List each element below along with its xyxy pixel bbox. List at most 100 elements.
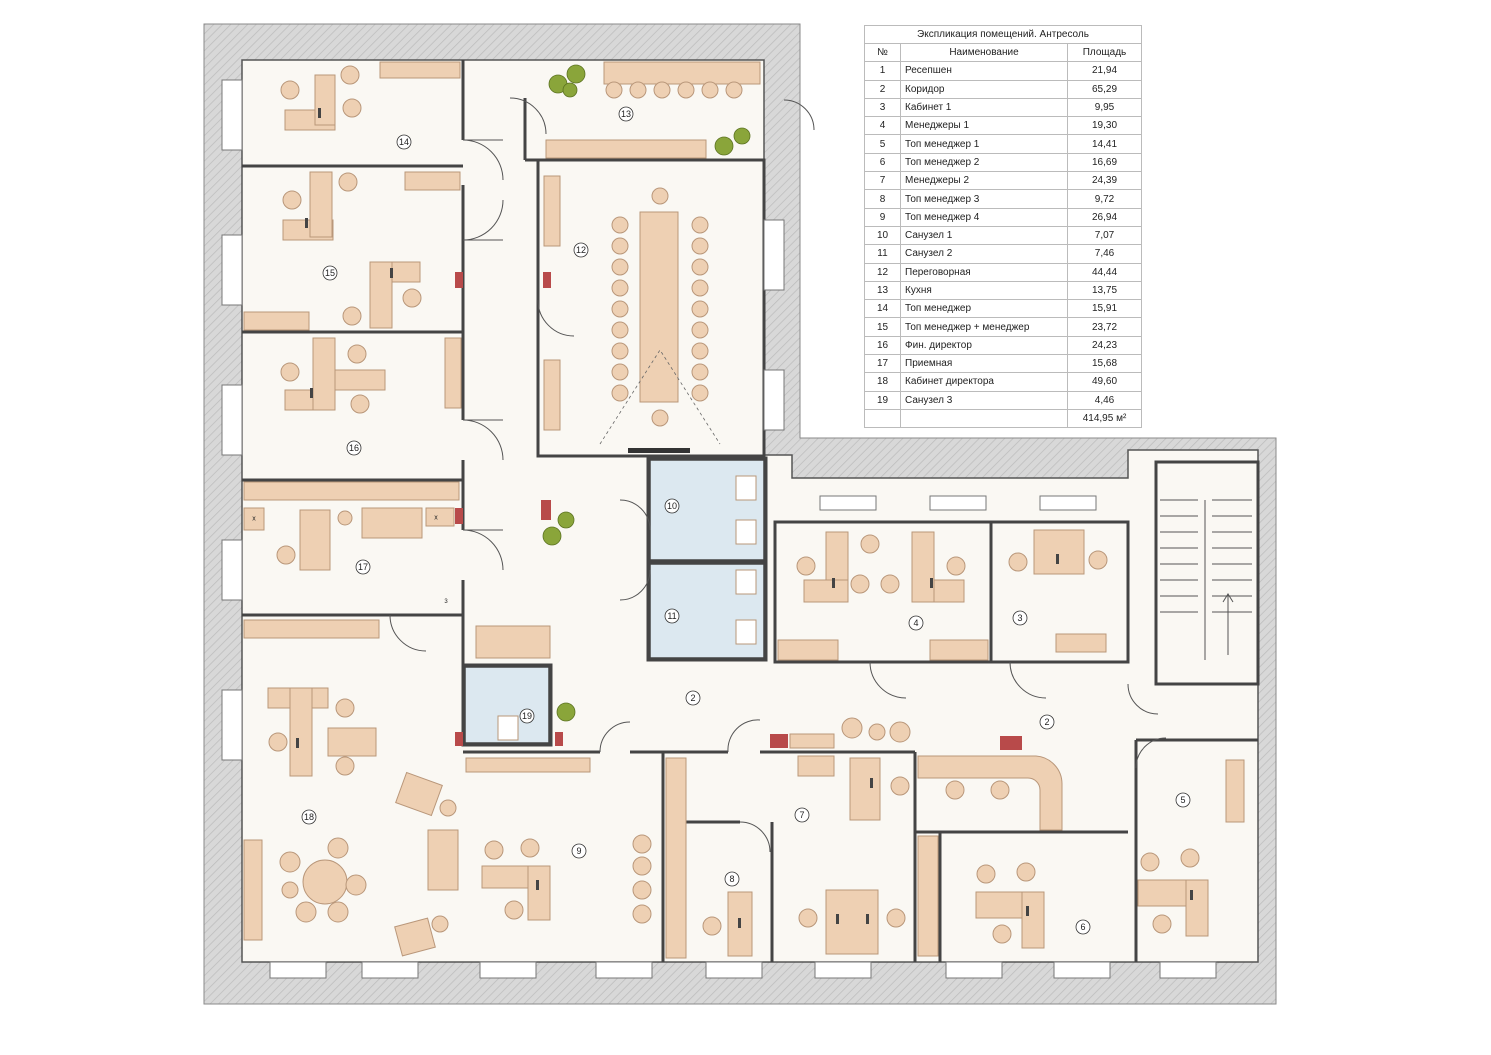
row-area: 49,60 — [1067, 372, 1142, 392]
red-accents — [455, 272, 1022, 750]
row-number: 5 — [864, 134, 901, 154]
row-number: 1 — [864, 61, 901, 81]
total-empty-num — [864, 409, 901, 429]
row-area: 7,46 — [1067, 244, 1142, 264]
row-number: 16 — [864, 336, 901, 356]
plants — [542, 64, 751, 722]
row-area: 23,72 — [1067, 317, 1142, 337]
room-label: 18 — [304, 812, 314, 822]
room-label: 19 — [522, 711, 532, 721]
row-number: 17 — [864, 354, 901, 374]
room-label: 14 — [399, 137, 409, 147]
row-area: 44,44 — [1067, 263, 1142, 282]
room-label: 2 — [1044, 717, 1049, 727]
row-name: Фин. директор — [900, 336, 1068, 356]
row-name: Кабинет директора — [900, 372, 1068, 392]
room-label-text: 14 13 12 15 16 17 10 11 4 3 2 2 19 18 9 … — [252, 109, 1185, 932]
row-name: Топ менеджер — [900, 299, 1068, 319]
room-label: 7 — [799, 810, 804, 820]
row-number: 19 — [864, 391, 901, 410]
row-name: Переговорная — [900, 263, 1068, 282]
room-label: 2 — [690, 693, 695, 703]
sink-mark: x — [252, 516, 256, 523]
row-area: 65,29 — [1067, 80, 1142, 99]
row-number: 14 — [864, 299, 901, 319]
room-label: 3 — [1017, 613, 1022, 623]
interior-walls — [242, 60, 1260, 962]
row-area: 24,39 — [1067, 171, 1142, 191]
table-title: Экспликация помещений. Антресоль — [864, 25, 1142, 44]
small-mark: 3 — [444, 599, 448, 605]
total-area: 414,95 м² — [1067, 409, 1142, 429]
row-area: 24,23 — [1067, 336, 1142, 356]
monitors — [296, 108, 1193, 928]
row-number: 10 — [864, 226, 901, 246]
room-label: 13 — [621, 109, 631, 119]
row-number: 11 — [864, 244, 901, 264]
total-empty-name — [900, 409, 1068, 429]
row-number: 9 — [864, 208, 901, 227]
row-area: 13,75 — [1067, 281, 1142, 301]
row-area: 7,07 — [1067, 226, 1142, 246]
row-name: Приемная — [900, 354, 1068, 374]
row-number: 2 — [864, 80, 901, 99]
row-area: 26,94 — [1067, 208, 1142, 227]
row-name: Топ менеджер 1 — [900, 134, 1068, 154]
row-name: Коридор — [900, 80, 1068, 99]
header-num: № — [864, 43, 901, 63]
room-label: 4 — [913, 618, 918, 628]
row-number: 8 — [864, 189, 901, 209]
header-name: Наименование — [900, 43, 1068, 63]
row-area: 14,41 — [1067, 134, 1142, 154]
row-area: 9,95 — [1067, 98, 1142, 118]
row-number: 13 — [864, 281, 901, 301]
row-number: 7 — [864, 171, 901, 191]
glass-partition — [628, 448, 690, 453]
row-number: 18 — [864, 372, 901, 392]
row-area: 15,91 — [1067, 299, 1142, 319]
row-name: Топ менеджер 2 — [900, 153, 1068, 173]
row-number: 15 — [864, 317, 901, 337]
room-label: 12 — [576, 245, 586, 255]
room-label: 9 — [576, 846, 581, 856]
row-name: Топ менеджер 4 — [900, 208, 1068, 227]
room-schedule-table: Экспликация помещений. Антресоль № Наиме… — [864, 25, 1142, 429]
row-number: 6 — [864, 153, 901, 173]
row-name: Менеджеры 1 — [900, 116, 1068, 136]
room-label: 5 — [1180, 795, 1185, 805]
row-name: Санузел 1 — [900, 226, 1068, 246]
room-label: 11 — [667, 611, 676, 621]
doors — [389, 97, 1167, 853]
room-label: 8 — [729, 874, 734, 884]
room-labels — [301, 106, 1191, 935]
header-area: Площадь — [1067, 43, 1142, 63]
room-label: 6 — [1080, 922, 1085, 932]
row-number: 4 — [864, 116, 901, 136]
row-number: 12 — [864, 263, 901, 282]
room-label: 16 — [349, 443, 359, 453]
row-name: Топ менеджер + менеджер — [900, 317, 1068, 337]
room-label: 10 — [667, 501, 677, 511]
sink-mark: x — [434, 515, 438, 522]
staircase — [1160, 499, 1252, 660]
row-area: 4,46 — [1067, 391, 1142, 410]
row-area: 21,94 — [1067, 61, 1142, 81]
